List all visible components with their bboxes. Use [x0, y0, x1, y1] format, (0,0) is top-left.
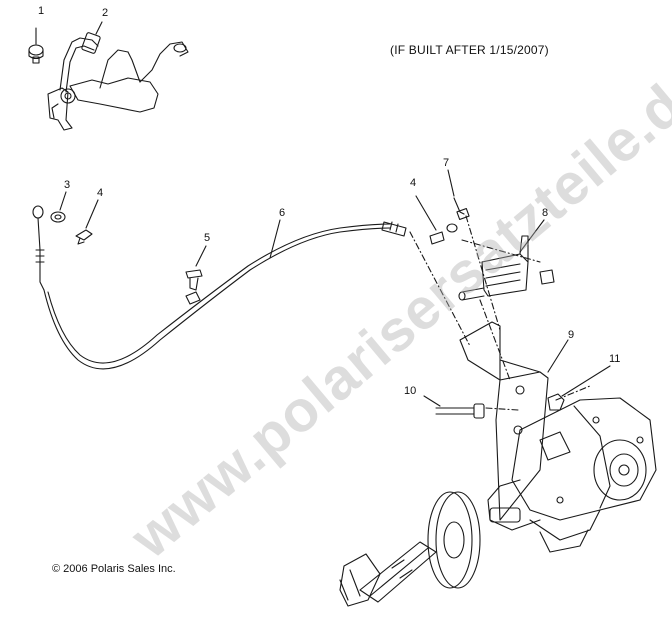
part-5-push-rivet — [185, 245, 207, 291]
part-4-clip-left — [75, 199, 99, 245]
part-10-bolt — [423, 395, 485, 419]
part-7-bolt — [447, 169, 470, 221]
callout-2: 2 — [102, 7, 109, 19]
callout-5: 5 — [204, 232, 211, 244]
gearcase-assembly — [487, 397, 657, 553]
part-8-clamp — [458, 219, 555, 301]
callout-11: 11 — [609, 353, 621, 365]
drive-shaft — [339, 541, 437, 607]
part-11-nut — [547, 365, 611, 411]
part-3-washer — [50, 191, 67, 223]
part-1-bolt — [28, 27, 44, 64]
part-9-bracket — [459, 321, 569, 521]
copyright-text: © 2006 Polaris Sales Inc. — [52, 563, 176, 575]
callout-4-right: 4 — [410, 177, 417, 189]
part-4-clip-right — [415, 195, 458, 245]
brake-disc — [427, 491, 481, 589]
callout-1: 1 — [38, 5, 45, 17]
callout-8: 8 — [542, 207, 549, 219]
callout-6: 6 — [279, 207, 286, 219]
part-2-lever-assembly — [47, 21, 189, 131]
callout-3: 3 — [64, 179, 71, 191]
build-date-note: (IF BUILT AFTER 1/15/2007) — [390, 43, 549, 57]
callout-10: 10 — [404, 385, 417, 397]
callout-7: 7 — [443, 157, 450, 169]
part-6-brake-cable — [32, 205, 407, 370]
callout-4-left: 4 — [97, 187, 104, 199]
callout-9: 9 — [568, 329, 575, 341]
assembly-lines — [409, 215, 591, 411]
